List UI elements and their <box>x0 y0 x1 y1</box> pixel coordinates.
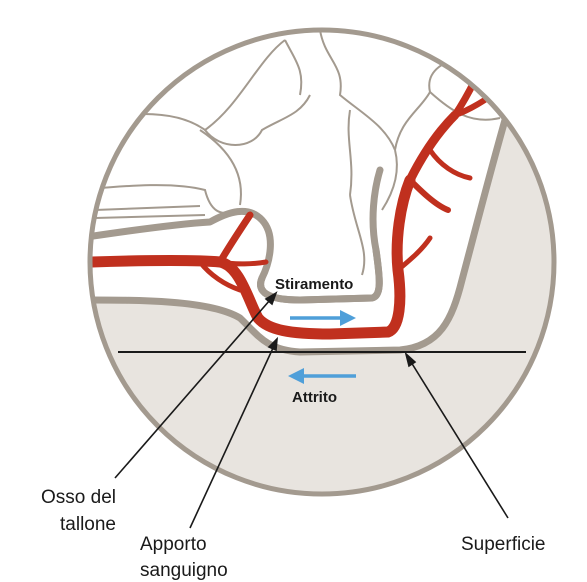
heel-bone-label-line1: Osso del <box>41 487 116 508</box>
magnified-view <box>80 20 587 520</box>
heel-bone-label-line2: tallone <box>60 514 116 535</box>
surface-label: Superficie <box>461 534 546 555</box>
blood-supply-label-line2: sanguigno <box>140 560 228 581</box>
blood-supply-label-line1: Apporto <box>140 534 207 555</box>
friction-label: Attrito <box>292 389 337 406</box>
stretch-label: Stiramento <box>275 276 353 293</box>
